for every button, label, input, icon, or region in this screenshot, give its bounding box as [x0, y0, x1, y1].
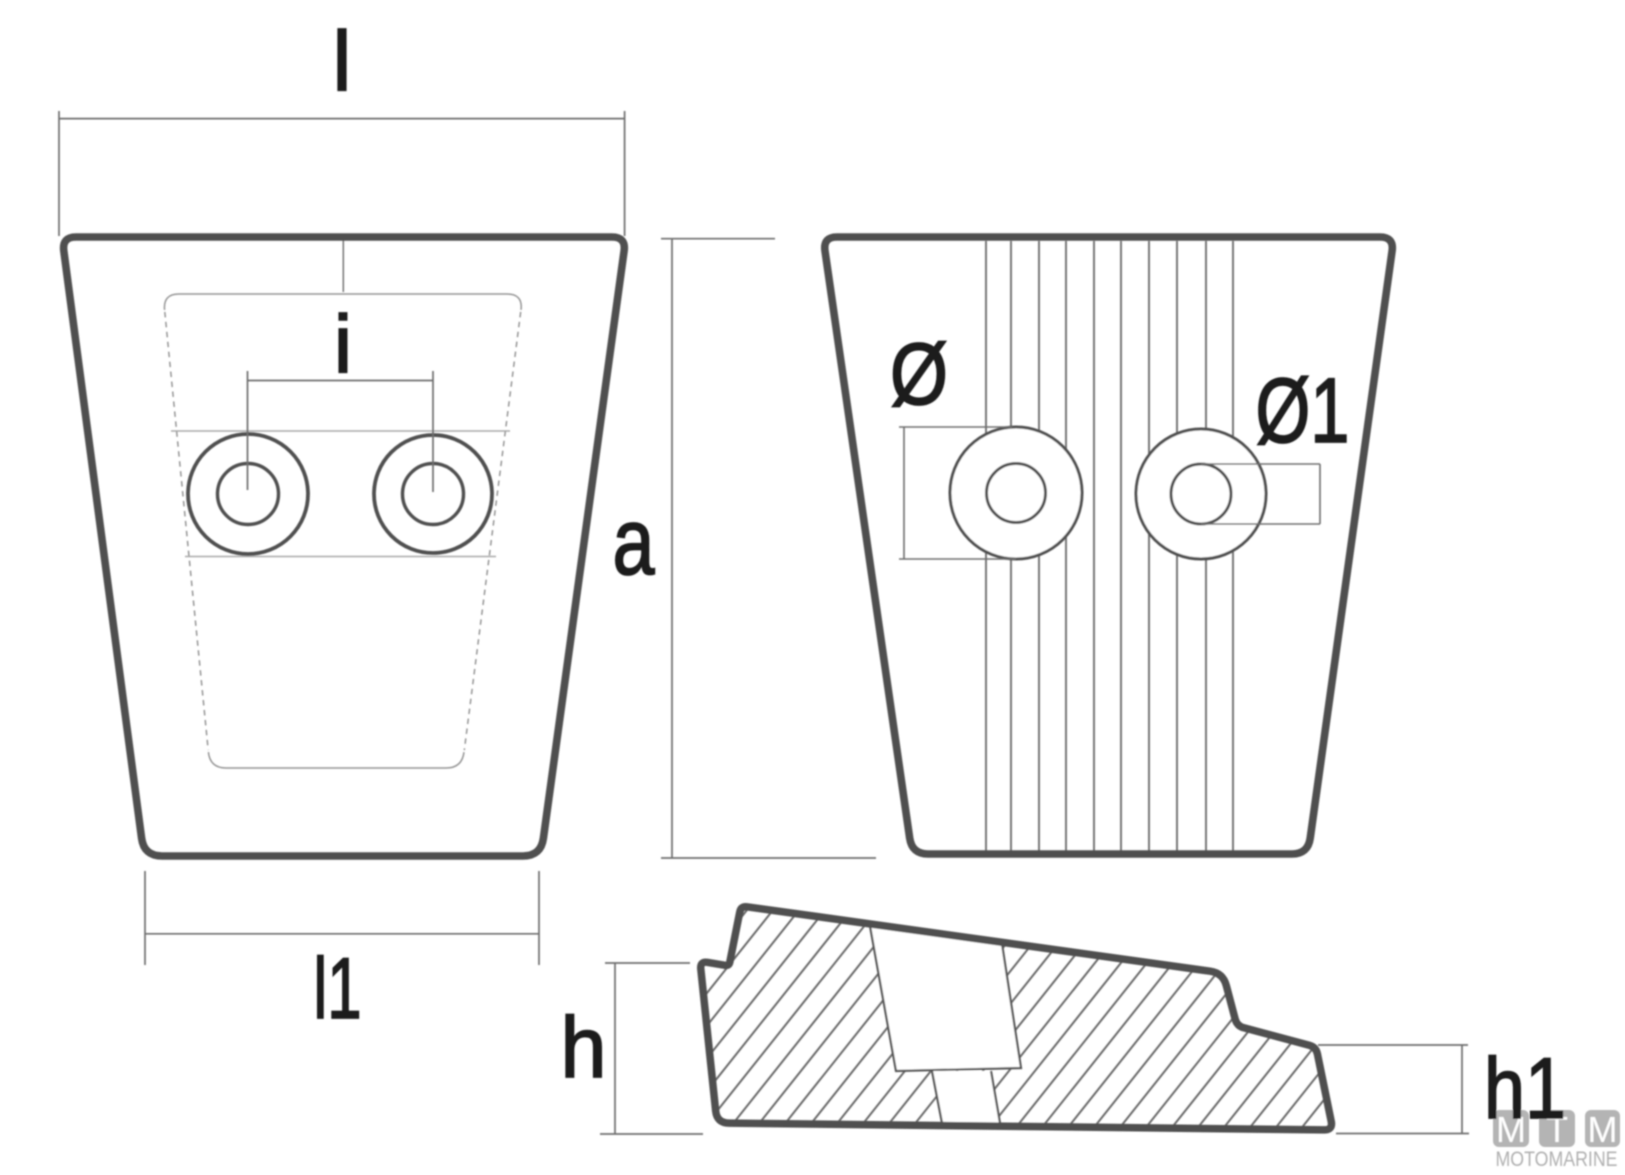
svg-text:MOTOMARINE: MOTOMARINE	[1496, 1147, 1618, 1170]
svg-text:h: h	[561, 1000, 607, 1096]
svg-text:M: M	[1588, 1109, 1618, 1150]
svg-text:l1: l1	[314, 941, 362, 1037]
svg-text:i: i	[334, 299, 352, 390]
svg-text:Ø: Ø	[890, 326, 948, 423]
svg-text:l: l	[333, 14, 352, 108]
svg-text:T: T	[1546, 1109, 1568, 1150]
svg-text:M: M	[1496, 1109, 1526, 1150]
svg-text:a: a	[613, 489, 655, 595]
svg-text:Ø1: Ø1	[1256, 360, 1350, 462]
svg-text:h1: h1	[1484, 1041, 1566, 1137]
